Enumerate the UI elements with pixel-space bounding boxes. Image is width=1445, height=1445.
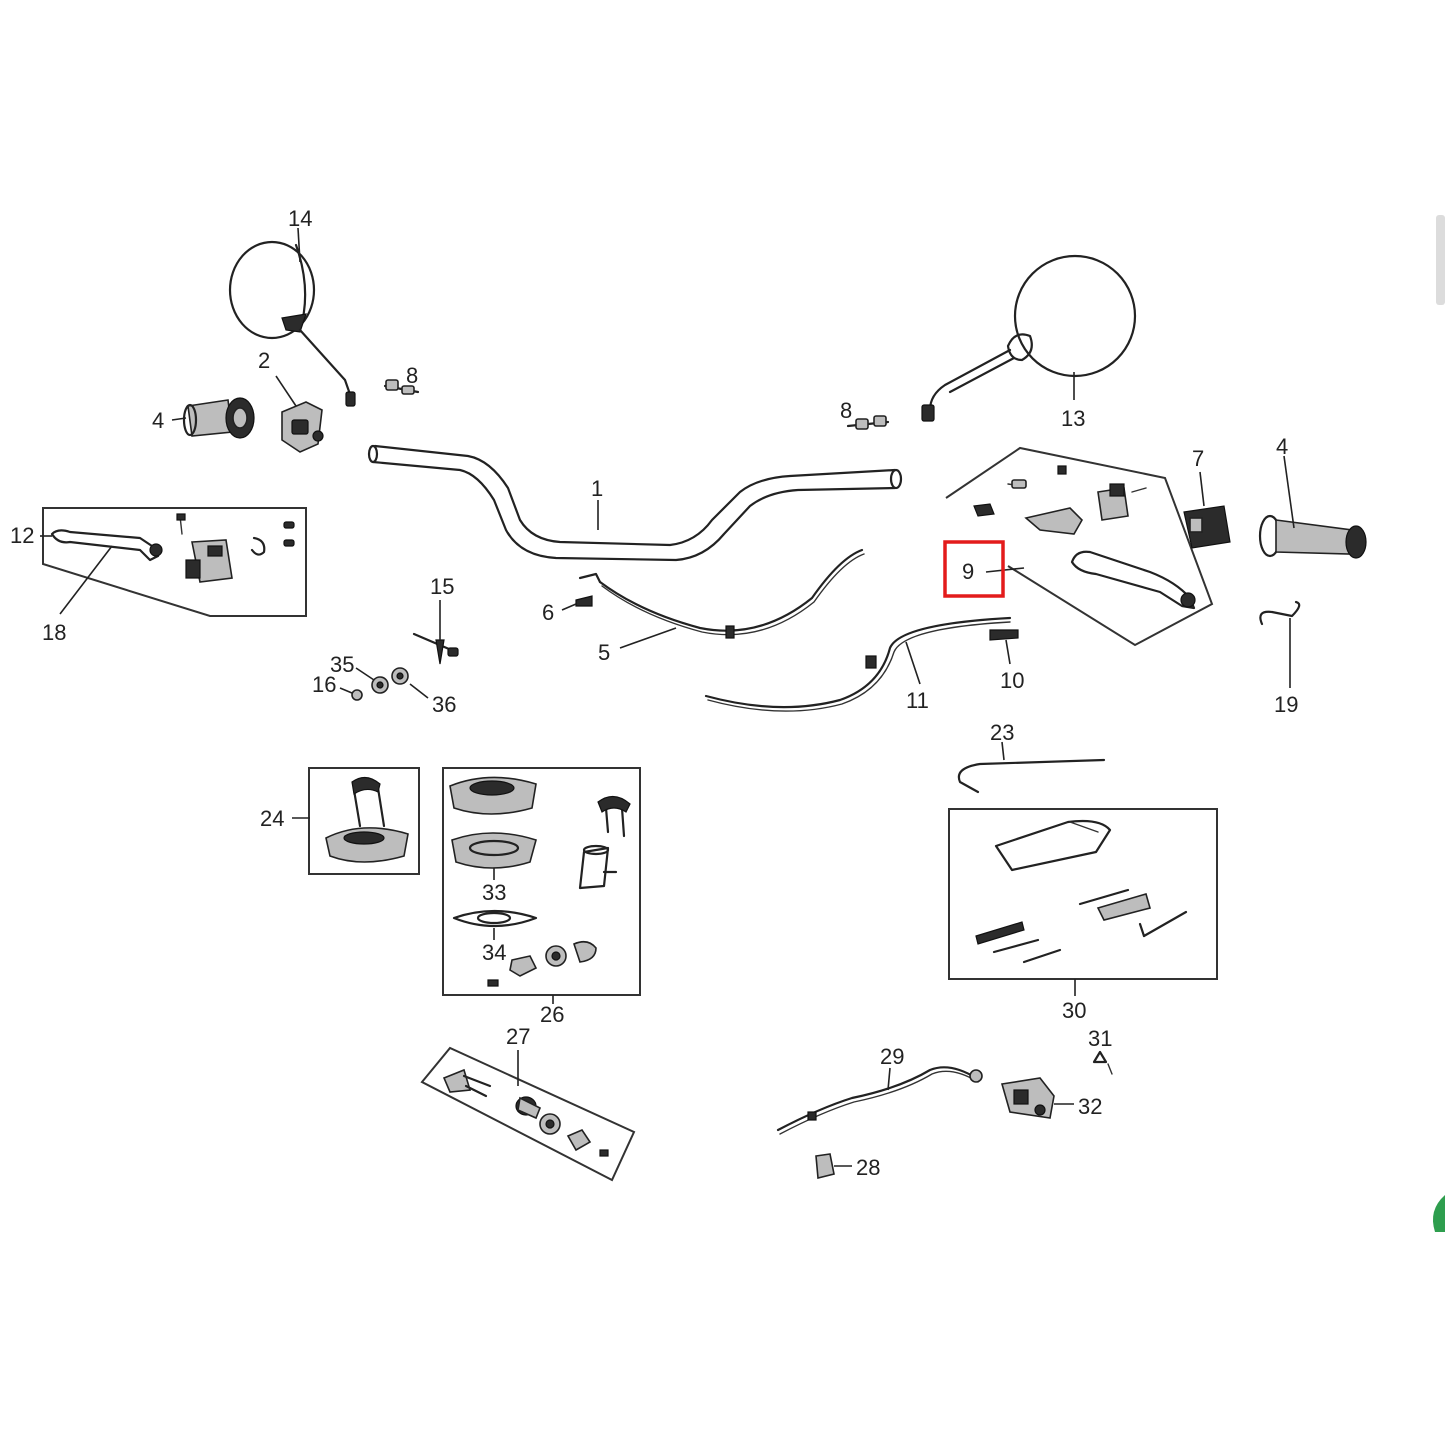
part-28-fitting — [815, 1153, 852, 1180]
callout-19: 19 — [1274, 692, 1298, 717]
part-27-lock-set — [420, 1046, 636, 1182]
part-32-latch — [1000, 1077, 1074, 1119]
part-8-right-screw — [846, 415, 890, 430]
part-4-right-grip — [1258, 455, 1367, 559]
callout-4-left: 4 — [152, 408, 164, 433]
part-6-bolt — [561, 595, 593, 611]
part-10-fitting — [989, 629, 1019, 665]
part-8-left-screw — [383, 379, 420, 395]
callout-31: 31 — [1088, 1026, 1112, 1051]
part-11-cable — [704, 616, 1012, 712]
callout-2: 2 — [258, 348, 270, 373]
callout-32: 32 — [1078, 1094, 1102, 1119]
callout-18: 18 — [42, 620, 66, 645]
callout-13: 13 — [1061, 406, 1085, 431]
part-13-right-mirror — [921, 254, 1137, 422]
callout-8-right: 8 — [840, 398, 852, 423]
part-1-handlebar — [367, 444, 903, 562]
part-19-clip — [1259, 600, 1301, 688]
callout-15: 15 — [430, 574, 454, 599]
part-12-18-left-lever-box — [40, 507, 307, 617]
callout-5: 5 — [598, 640, 610, 665]
callout-10: 10 — [1000, 668, 1024, 693]
callout-4-right: 4 — [1276, 434, 1288, 459]
callout-33: 33 — [482, 880, 506, 905]
part-2-left-switch — [275, 375, 324, 453]
callout-7: 7 — [1192, 446, 1204, 471]
callout-11: 11 — [906, 688, 929, 713]
part-16-35-36-washers — [339, 667, 429, 701]
part-30-toolkit-box — [948, 808, 1218, 996]
part-26-ignition-box — [442, 767, 641, 1004]
callout-12: 12 — [10, 523, 34, 548]
callout-35: 35 — [330, 652, 354, 677]
highlight-box-part-9 — [943, 540, 1005, 598]
callout-29: 29 — [880, 1044, 904, 1069]
callout-34: 34 — [482, 940, 506, 965]
callout-27: 27 — [506, 1024, 530, 1049]
part-29-cable — [776, 1066, 983, 1135]
callout-26: 26 — [540, 1002, 564, 1027]
part-14-left-mirror — [228, 227, 356, 407]
callout-23: 23 — [990, 720, 1014, 745]
part-4-left-grip — [171, 397, 255, 439]
callout-30: 30 — [1062, 998, 1086, 1023]
part-7-right-switch — [1183, 471, 1231, 549]
callout-6: 6 — [542, 600, 554, 625]
part-31-screw — [1092, 1050, 1113, 1075]
callout-9: 9 — [962, 559, 974, 584]
callout-1: 1 — [591, 476, 603, 501]
part-24-switch-box — [292, 767, 420, 875]
callout-14: 14 — [288, 206, 312, 231]
part-15-bolt — [412, 600, 459, 665]
scrollbar-fragment — [1436, 215, 1445, 305]
part-5-cable — [578, 548, 865, 649]
callout-28: 28 — [856, 1155, 880, 1180]
green-widget-fragment — [1432, 1195, 1445, 1232]
part-23-wire — [957, 741, 1106, 794]
callout-16: 16 — [312, 672, 336, 697]
part-9-right-lever-box — [945, 446, 1214, 647]
callout-24: 24 — [260, 806, 284, 831]
callout-8-left: 8 — [406, 363, 418, 388]
callout-36: 36 — [432, 692, 456, 717]
